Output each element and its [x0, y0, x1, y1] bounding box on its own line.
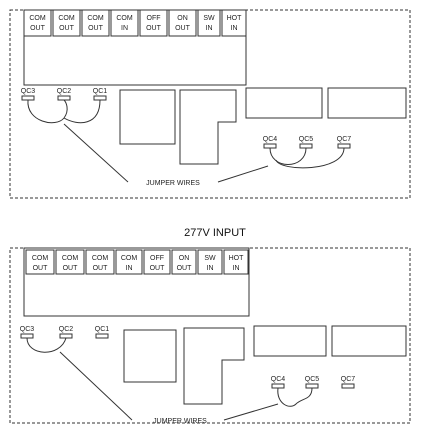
terminal-3: [81, 9, 110, 37]
terminal-1-bottom-label: OUT: [30, 25, 46, 32]
jumper-wire-qc4-qc5-top: [269, 147, 307, 165]
component-right-a-bottom: [253, 325, 327, 357]
terminal-3-b-bottom-label: OUT: [93, 265, 109, 272]
component-center-bottom: [183, 327, 245, 405]
terminal-1-b-top-label: COM: [32, 255, 49, 262]
component-right-b-top: [327, 87, 407, 119]
jumper-wires-label-top: JUMPER WIRES: [146, 180, 200, 187]
qc1-label-top: QC1: [93, 88, 108, 95]
component-left-top: [119, 89, 176, 145]
terminal-4-b-top-label: COM: [121, 255, 138, 262]
terminal-5-b-top-label: OFF: [150, 255, 164, 262]
qc3-label-bottom: QC3: [20, 326, 35, 333]
terminal-7-b-top-label: SW: [204, 255, 216, 262]
terminal-8-b: [223, 249, 249, 275]
qc2-connector-top: [57, 95, 71, 101]
qc7-label-bottom: QC7: [341, 376, 356, 383]
qc1-label-bottom: QC1: [95, 326, 110, 333]
terminal-5-top-label: OFF: [147, 15, 161, 22]
terminal-8-b-top-label: HOT: [229, 255, 245, 262]
terminal-row-bottom: COM OUT COM OUT COM OUT COM IN OFF OUT O…: [25, 249, 249, 275]
jumper-wire-qc4-qc5-bottom: [277, 387, 313, 407]
terminal-5-b: [143, 249, 171, 275]
terminal-2-top-label: COM: [58, 15, 75, 22]
terminal-7-b: [197, 249, 223, 275]
terminal-7-b-bottom-label: IN: [207, 265, 214, 272]
terminal-7-bottom-label: IN: [206, 25, 213, 32]
jumper-leader-right-top: [217, 165, 269, 183]
diagram-bottom: COM OUT COM OUT COM OUT COM IN OFF OUT O…: [9, 247, 411, 425]
terminal-5-b-bottom-label: OUT: [150, 265, 166, 272]
qc5-connector-top: [299, 143, 313, 149]
terminal-8-b-bottom-label: IN: [233, 265, 240, 272]
terminal-6-b: [171, 249, 197, 275]
component-right-a-top: [245, 87, 323, 119]
terminal-4-b: [115, 249, 143, 275]
jumper-wire-qc5-qc7-top: [275, 147, 345, 169]
terminal-4: [110, 9, 139, 37]
qc1-connector-bottom: [95, 333, 109, 339]
terminal-6-top-label: ON: [177, 15, 188, 22]
terminal-6: [168, 9, 197, 37]
terminal-2-bottom-label: OUT: [59, 25, 75, 32]
qc7-connector-top: [337, 143, 351, 149]
qc5-label-bottom: QC5: [305, 376, 320, 383]
component-left-bottom: [123, 329, 177, 383]
qc5-connector-bottom: [305, 383, 319, 389]
qc4-label-bottom: QC4: [271, 376, 286, 383]
qc3-connector-top: [21, 95, 35, 101]
terminal-4-top-label: COM: [116, 15, 133, 22]
terminal-3-b: [85, 249, 115, 275]
terminal-5: [139, 9, 168, 37]
jumper-wires-label-bottom: JUMPER WIRES: [153, 418, 207, 425]
qc1-connector-top: [93, 95, 107, 101]
qc3-connector-bottom: [20, 333, 34, 339]
jumper-leader-right-bottom: [223, 403, 279, 421]
terminal-8-top-label: HOT: [227, 15, 243, 22]
terminal-5-bottom-label: OUT: [146, 25, 162, 32]
jumper-leader-left-bottom: [59, 351, 133, 421]
qc2-connector-bottom: [59, 333, 73, 339]
terminal-3-top-label: COM: [87, 15, 104, 22]
component-right-b-bottom: [331, 325, 407, 357]
qc7-label-top: QC7: [337, 136, 352, 143]
terminal-4-b-bottom-label: IN: [126, 265, 133, 272]
component-center-top: [179, 89, 237, 165]
jumper-wire-qc3-qc2-top: [27, 99, 68, 124]
terminal-7-top-label: SW: [203, 15, 215, 22]
terminal-1-top-label: COM: [29, 15, 46, 22]
diagram-top: COM OUT COM OUT COM OUT COM IN OFF OUT O…: [9, 9, 411, 199]
jumper-wire-qc3-qc2-bottom: [26, 337, 67, 353]
qc5-label-top: QC5: [299, 136, 314, 143]
qc2-label-bottom: QC2: [59, 326, 74, 333]
terminal-3-b-top-label: COM: [92, 255, 109, 262]
section-title: 277V INPUT: [184, 227, 246, 239]
terminal-3-bottom-label: OUT: [88, 25, 104, 32]
jumper-leader-left-top: [63, 123, 129, 183]
terminal-6-b-bottom-label: OUT: [177, 265, 193, 272]
terminal-6-b-top-label: ON: [179, 255, 190, 262]
terminal-7: [197, 9, 221, 37]
terminal-row-top: COM OUT COM OUT COM OUT COM IN OFF OUT O…: [23, 9, 247, 37]
terminal-1: [23, 9, 52, 37]
qc3-label-top: QC3: [21, 88, 36, 95]
terminal-2-b-bottom-label: OUT: [63, 265, 79, 272]
terminal-8: [221, 9, 247, 37]
qc2-label-top: QC2: [57, 88, 72, 95]
terminal-1-b-bottom-label: OUT: [33, 265, 49, 272]
terminal-2: [52, 9, 81, 37]
jumper-wire-qc2-qc1-top: [63, 99, 101, 124]
terminal-1-b: [25, 249, 55, 275]
terminal-2-b: [55, 249, 85, 275]
terminal-2-b-top-label: COM: [62, 255, 79, 262]
terminal-6-bottom-label: OUT: [175, 25, 191, 32]
qc4-connector-top: [263, 143, 277, 149]
qc4-connector-bottom: [271, 383, 285, 389]
qc4-label-top: QC4: [263, 136, 278, 143]
qc7-connector-bottom: [341, 383, 355, 389]
terminal-8-bottom-label: IN: [231, 25, 238, 32]
terminal-4-bottom-label: IN: [121, 25, 128, 32]
